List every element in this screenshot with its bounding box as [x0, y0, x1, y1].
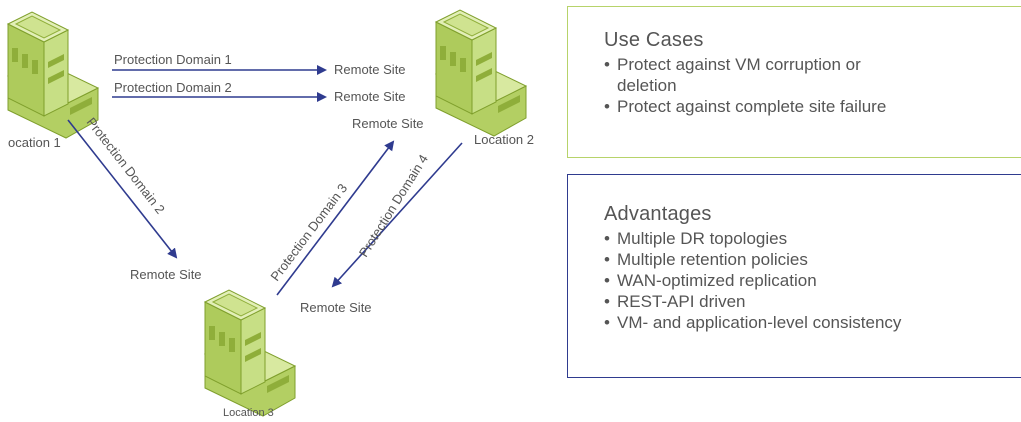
advantages-title: Advantages [604, 203, 712, 225]
list-item: REST-API driven [604, 291, 1021, 312]
advantages-list: Multiple DR topologies Multiple retentio… [604, 228, 1021, 333]
remote-site-label: Remote Site [334, 89, 406, 104]
edge-label-protection-domain-3: Protection Domain 3 [267, 181, 350, 284]
remote-site-label: Remote Site [334, 62, 406, 77]
use-case-text: Protect against VM corruption or deletio… [617, 55, 861, 95]
list-item: Multiple retention policies [604, 249, 1021, 270]
advantage-text: REST-API driven [617, 292, 746, 311]
remote-site-label: Remote Site [352, 116, 424, 131]
location-1-building-icon [7, 11, 99, 139]
location-2-label: Location 2 [474, 132, 534, 147]
list-item: Protect against VM corruption or deletio… [604, 54, 1021, 96]
edge-label-protection-domain-1: Protection Domain 1 [114, 52, 232, 67]
advantages-panel: Advantages Multiple DR topologies Multip… [567, 174, 1021, 378]
list-item: Protect against complete site failure [604, 96, 1021, 117]
advantage-text: Multiple DR topologies [617, 229, 788, 248]
location-3-label: Location 3 [223, 407, 274, 419]
advantage-text: WAN-optimized replication [617, 271, 817, 290]
list-item: Multiple DR topologies [604, 228, 1021, 249]
list-item: WAN-optimized replication [604, 270, 1021, 291]
arrow-protection-domain-3 [276, 140, 395, 296]
location-3-building-icon [204, 289, 296, 417]
replication-diagram: ocation 1 Location 2 Location 3 Protecti… [7, 9, 534, 419]
edge-label-protection-domain-2-diag: Protection Domain 2 [84, 115, 168, 217]
edge-label-protection-domain-2-top: Protection Domain 2 [114, 80, 232, 95]
location-2-building-icon [435, 9, 527, 137]
remote-site-label: Remote Site [300, 300, 372, 315]
use-cases-list: Protect against VM corruption or deletio… [604, 54, 1021, 117]
use-cases-title: Use Cases [604, 29, 704, 51]
advantage-text: Multiple retention policies [617, 250, 808, 269]
advantage-text: VM- and application-level consistency [617, 313, 902, 332]
list-item: VM- and application-level consistency [604, 312, 1021, 333]
arrow-protection-domain-2-diag [67, 119, 178, 259]
use-cases-panel: Use Cases Protect against VM corruption … [567, 6, 1021, 158]
remote-site-label: Remote Site [130, 267, 202, 282]
location-1-label: ocation 1 [8, 135, 61, 150]
use-case-text: Protect against complete site failure [617, 97, 887, 116]
edge-label-protection-domain-4: Protection Domain 4 [356, 152, 431, 260]
arrow-protection-domain-4 [331, 142, 463, 288]
